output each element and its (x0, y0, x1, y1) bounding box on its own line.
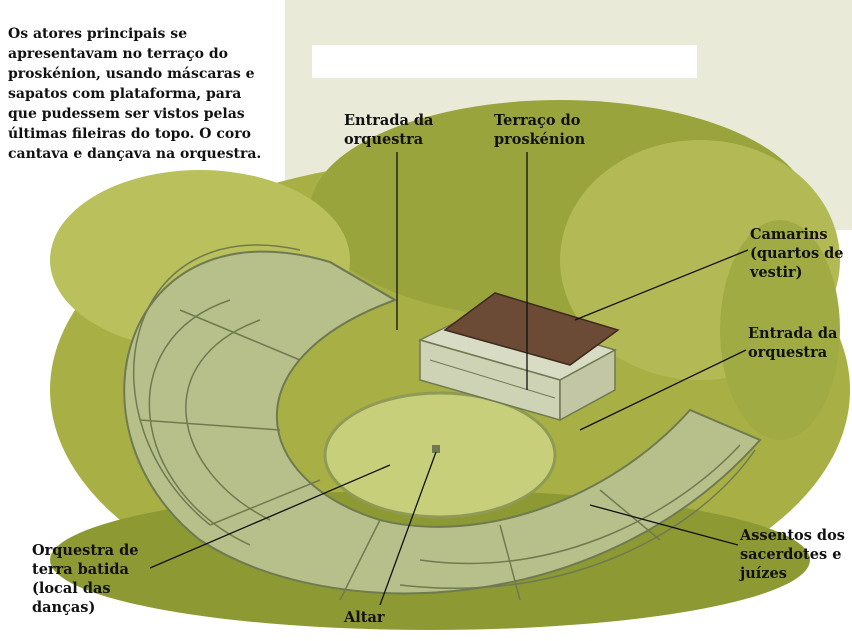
label-altar: Altar (344, 609, 385, 626)
skene-roof (443, 292, 620, 366)
leader-lines (149, 152, 749, 606)
blank-banner (312, 45, 697, 78)
label-entrada-orquestra-right: Entrada da orquestra (748, 325, 838, 361)
intro-caption: Os atores principais se apresentavam no … (8, 26, 262, 162)
label-camarins: Camarins (quartos de vestir) (750, 226, 844, 281)
leader-orquestra (149, 464, 391, 569)
leader-altar (379, 451, 437, 606)
leader-entrada-right (579, 349, 747, 431)
label-orquestra: Orquestra de terra batida (local das dan… (32, 542, 139, 616)
leader-assentos (589, 504, 739, 546)
label-terraco-proskenion: Terraço do proskénion (494, 112, 586, 148)
skene-building (417, 292, 620, 422)
orchestra-floor (323, 391, 557, 519)
label-assentos: Assentos dos sacerdotes e juízes (740, 527, 845, 582)
leader-camarins (574, 249, 749, 321)
altar-shape (432, 445, 440, 453)
label-entrada-orquestra-top: Entrada da orquestra (344, 112, 434, 148)
